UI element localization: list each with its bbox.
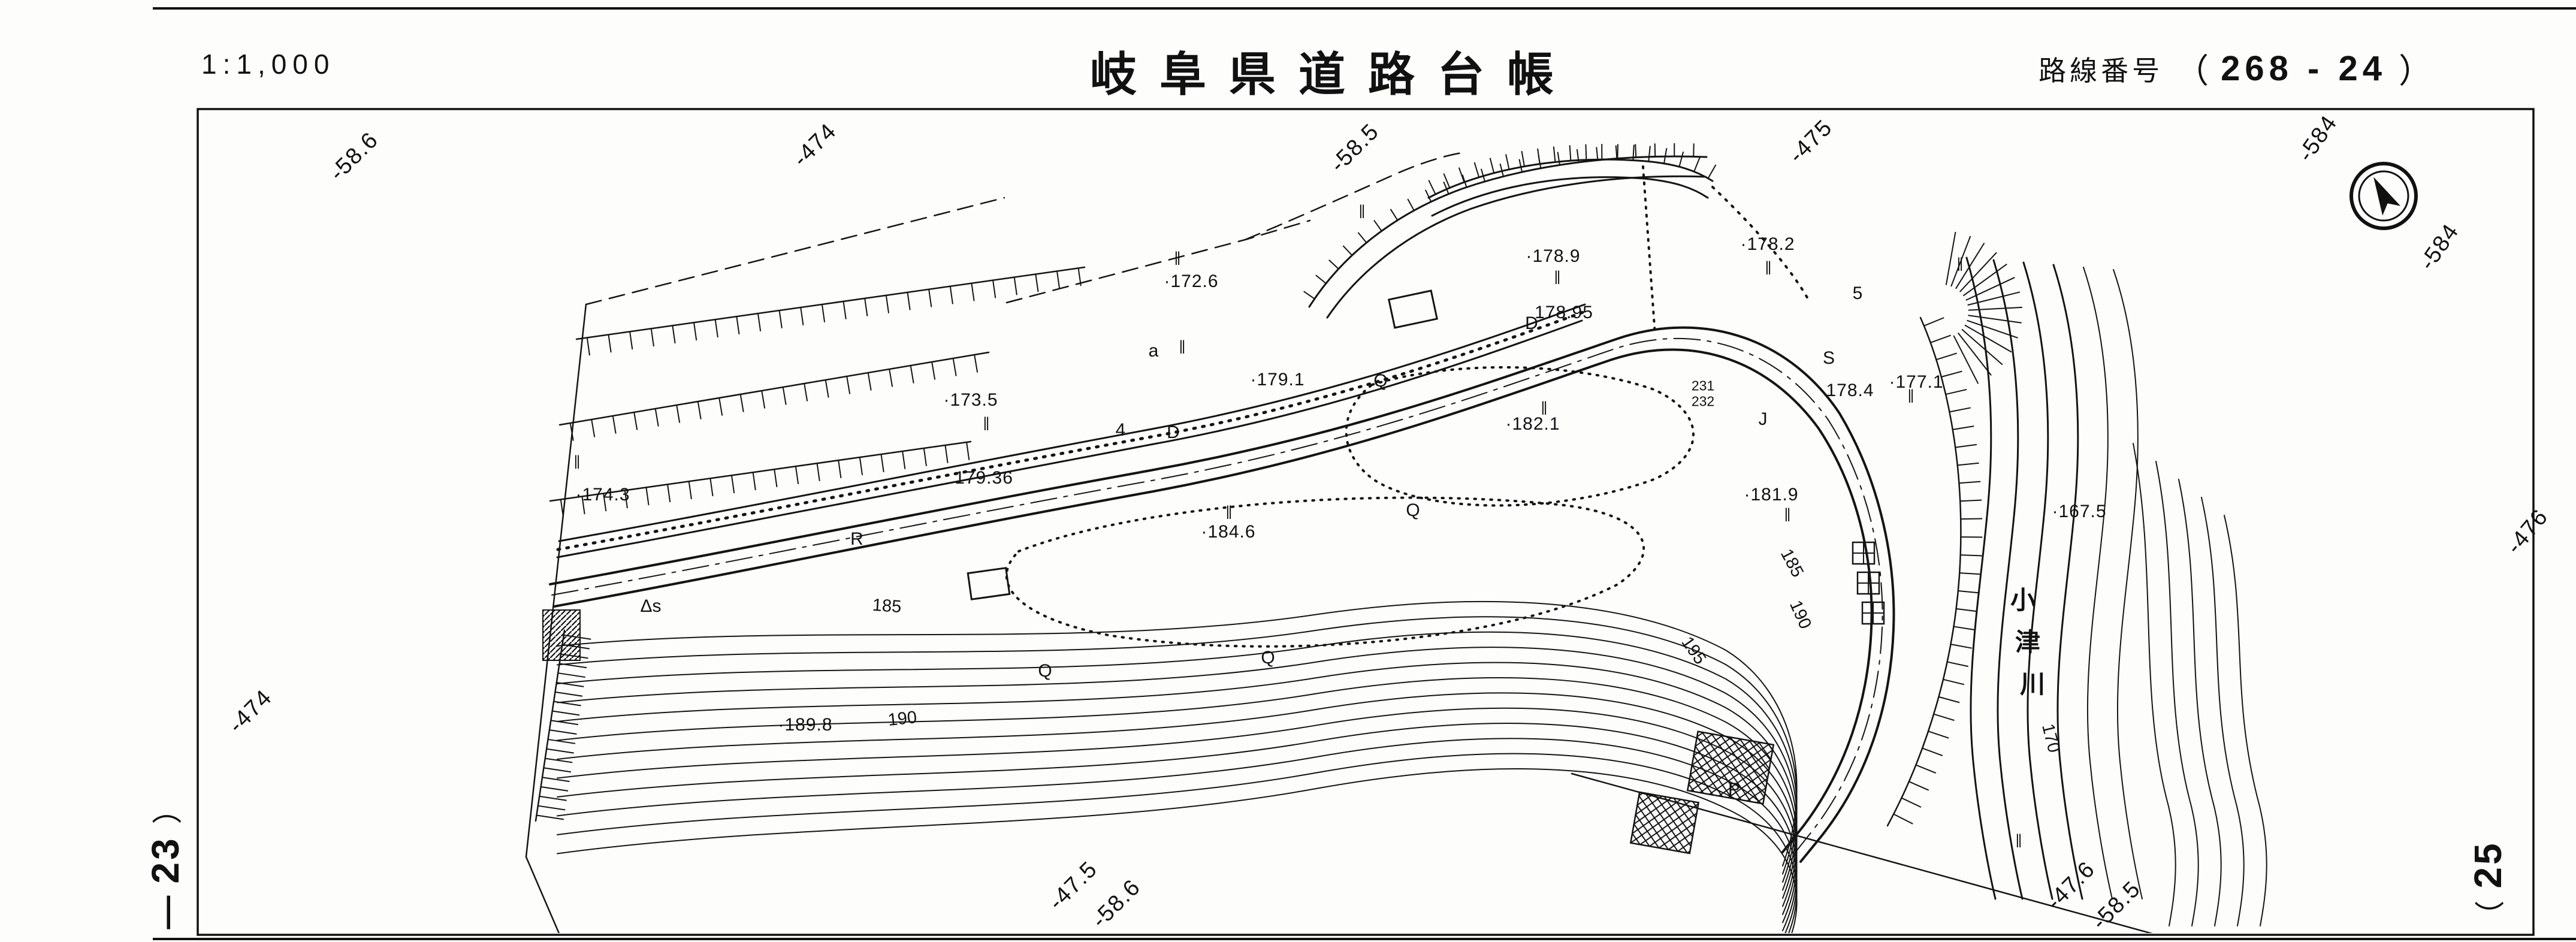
- map-label-contour: 185: [871, 595, 902, 617]
- map-label-station: 231: [1691, 378, 1715, 394]
- map-label-spot-elevation: ·189.8: [778, 715, 833, 735]
- map-label-parcel-letter: S: [1822, 348, 1835, 368]
- map-label-parcel-letter: J: [1758, 409, 1768, 429]
- map-symbol-field-mark: ||: [573, 453, 581, 469]
- map-label-spot-elevation: ·173.5: [943, 390, 998, 410]
- map-label-parcel-letter: Q: [1373, 371, 1388, 391]
- map-label-spot-elevation: ·167.5: [2052, 502, 2107, 521]
- sheet-right-number: 25: [2466, 841, 2509, 889]
- map-label-coordinate: -58.6: [324, 126, 384, 186]
- map-label-parcel-letter: 5: [1852, 283, 1863, 303]
- map-label-coordinate: -474: [224, 684, 277, 738]
- map-label-spot-elevation: ·178.9: [1526, 246, 1581, 266]
- map-symbol-field-mark: ||: [1784, 506, 1791, 522]
- map-label-river-name: 小: [2010, 586, 2036, 614]
- map-label-coordinate: -47.6: [2041, 856, 2101, 916]
- sheet-left-dash: —: [146, 895, 185, 929]
- map-label-coordinate: -476: [2501, 504, 2554, 559]
- map-label-coordinate: -584: [2414, 219, 2465, 275]
- map-label-coordinate: -475: [1784, 114, 1838, 168]
- map-label-parcel-letter: Q: [1261, 648, 1275, 668]
- sheet-number-left: — 23 ）: [143, 794, 188, 929]
- map-label-parcel-letter: Δs: [640, 596, 662, 616]
- map-symbol-field-mark: ||: [1907, 387, 1914, 403]
- map-label-spot-elevation: ·181.9: [1744, 485, 1799, 505]
- map-symbol-field-mark: ||: [1358, 203, 1366, 219]
- map-label-coordinate: -47.5: [1043, 856, 1103, 916]
- map-label-spot-elevation: ·172.6: [1164, 271, 1219, 291]
- map-label-parcel-letter: P: [1728, 780, 1741, 799]
- map-label-spot-elevation: ·174.3: [575, 485, 630, 505]
- map-label-river-name: 川: [2019, 670, 2046, 698]
- map-label-contour: 190: [1785, 597, 1815, 632]
- route-close-paren: ）: [2399, 52, 2432, 90]
- map-label-coordinate: -58.5: [1325, 118, 1385, 178]
- map-label-parcel-letter: Q: [1406, 500, 1420, 520]
- map-label-contour: 190: [887, 708, 918, 730]
- map-label-spot-elevation: ·179.1: [1250, 370, 1305, 390]
- map-label-parcel-letter: a: [1148, 341, 1159, 361]
- map-label-contour: 170: [2038, 721, 2064, 755]
- page-title: 岐阜県道路台帳: [1089, 48, 1577, 101]
- map-frame: [197, 108, 2535, 936]
- map-label-parcel-letter: D: [1525, 313, 1538, 333]
- map-label-coordinate: -58.6: [1086, 874, 1146, 934]
- route-label: 路線番号: [2039, 55, 2164, 86]
- route-open-paren: （: [2175, 52, 2209, 90]
- map-symbol-field-mark: ||: [983, 415, 990, 431]
- map-label-spot-elevation: ·184.6: [1201, 522, 1256, 542]
- map-label-river-name: 津: [2015, 628, 2041, 656]
- map-label-contour: 195: [1677, 633, 1710, 668]
- map-label-parcel-letter: R: [850, 529, 863, 549]
- map-label-contour: 185: [1776, 545, 1807, 581]
- map-label-spot-elevation: ·182.1: [1505, 414, 1560, 434]
- map-label-parcel-letter: 4: [1115, 420, 1126, 440]
- map-linework-group: [525, 143, 2267, 933]
- map-symbol-field-mark: ||: [1541, 399, 1548, 415]
- map-scale: 1:1,000: [201, 49, 336, 80]
- map-symbol-field-mark: ||: [1225, 503, 1233, 520]
- sheet-left-paren: ）: [151, 794, 185, 825]
- map-symbol-field-mark: ||: [1956, 255, 1964, 271]
- map-label-parcel-letter: Q: [1038, 661, 1052, 681]
- map-symbol-field-mark: ||: [1765, 259, 1772, 275]
- map-symbol-field-mark: ||: [1179, 338, 1186, 354]
- map-symbol-field-mark: ||: [2015, 832, 2022, 848]
- map-label-coordinate: -474: [788, 118, 842, 172]
- map-label-spot-elevation: ·178.4: [1819, 381, 1874, 400]
- map-label-spot-elevation: ·177.1: [1889, 372, 1944, 392]
- sheet-number-right: （ 25: [2466, 841, 2510, 930]
- sheet-right-paren: （: [2474, 900, 2507, 931]
- map-label-parcel-letter: D: [1167, 422, 1180, 442]
- route-number-group: 路線番号 （ 268 - 24 ）: [2039, 44, 2432, 93]
- map-label-spot-elevation: ·178.2: [1740, 234, 1795, 254]
- map-label-spot-elevation: 179.36: [955, 468, 1013, 488]
- route-number: 268 - 24: [2221, 49, 2387, 88]
- map-symbol-field-mark: ||: [1174, 249, 1181, 265]
- map-label-coordinate: -58.5: [2086, 875, 2146, 935]
- sheet-left-number: 23: [144, 836, 187, 884]
- map-label-station: 232: [1691, 393, 1715, 409]
- map-label-coordinate: -584: [2293, 110, 2343, 167]
- map-label-spot-elevation: 178.95: [1535, 303, 1593, 322]
- north-arrow-icon: [2349, 162, 2418, 230]
- map-symbol-field-mark: ||: [1554, 268, 1561, 285]
